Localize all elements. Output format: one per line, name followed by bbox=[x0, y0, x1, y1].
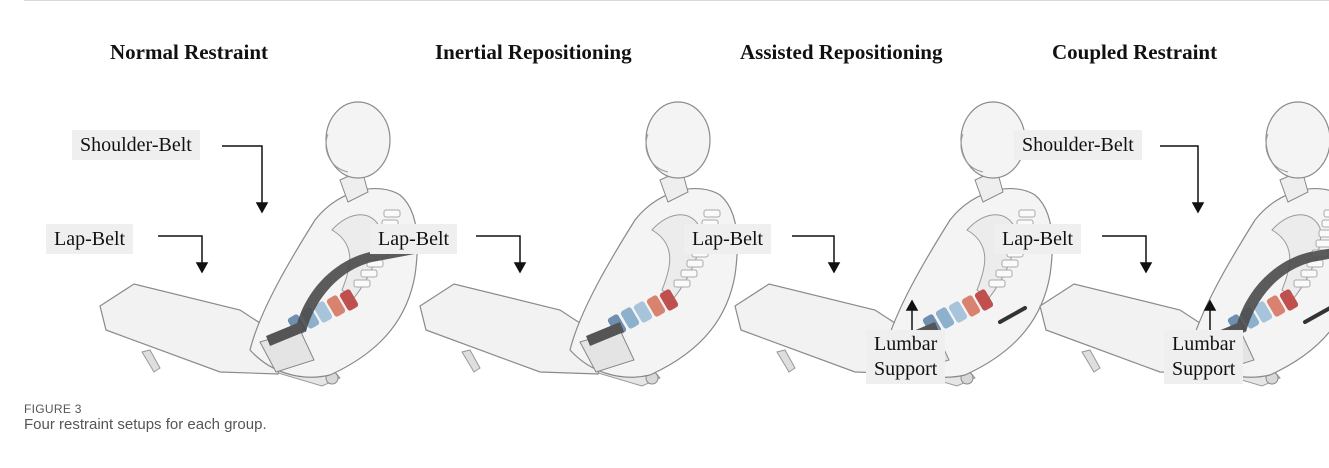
label-lumbar-support: Lumbar Support bbox=[1164, 330, 1243, 384]
label-shoulder-belt: Shoulder-Belt bbox=[1014, 130, 1142, 160]
label-lumbar-line2: Support bbox=[874, 357, 937, 382]
label-lumbar-support: Lumbar Support bbox=[866, 330, 945, 384]
figure-caption: Four restraint setups for each group. bbox=[24, 416, 267, 433]
restraint-illustrations bbox=[0, 0, 1329, 400]
label-lap-belt: Lap-Belt bbox=[994, 224, 1081, 254]
label-lumbar-line1: Lumbar bbox=[1172, 332, 1235, 357]
label-shoulder-belt: Shoulder-Belt bbox=[72, 130, 200, 160]
label-lap-belt: Lap-Belt bbox=[370, 224, 457, 254]
label-lumbar-line2: Support bbox=[1172, 357, 1235, 382]
label-lap-belt: Lap-Belt bbox=[46, 224, 133, 254]
label-lumbar-line1: Lumbar bbox=[874, 332, 937, 357]
figure-number: FIGURE 3 bbox=[24, 402, 82, 416]
label-lap-belt: Lap-Belt bbox=[684, 224, 771, 254]
